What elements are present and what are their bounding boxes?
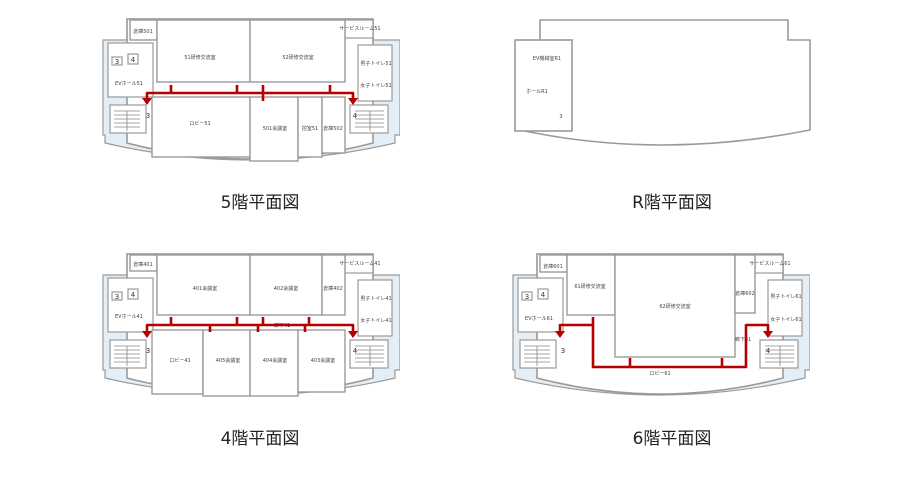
room-meeting-403: 403会議室 — [311, 357, 336, 364]
room-mens-restroom: 男子トイレ51 — [360, 60, 391, 67]
stair-4-label: 4 — [353, 347, 358, 355]
room-meeting-402: 402会議室 — [274, 285, 299, 292]
floor-4-plan: 倉庫401 401会議室 402会議室 倉庫402 サービスルーム41 男子トイ… — [103, 254, 400, 397]
floor-6-plan: 倉庫601 61研修交流室 62研修交流室 倉庫602 サービスルーム61 男子… — [513, 254, 810, 395]
room-training-52: 52研修交流室 — [282, 54, 313, 61]
room-storage-602: 倉庫602 — [735, 290, 755, 297]
room-womens-restroom: 女子トイレ41 — [360, 317, 391, 324]
room-ev-hall: EVホール41 — [115, 314, 143, 320]
room-meeting-404: 404会議室 — [263, 357, 288, 364]
floor-6-title: 6階平面図 — [633, 429, 712, 449]
room-lobby: ロビー61 — [649, 370, 670, 377]
room-ev-machine: EV機械室R1 — [533, 55, 561, 62]
stair-3-label: 3 — [561, 347, 565, 355]
room-ev-hall: EVホール51 — [115, 81, 143, 87]
elevator-4-label: 4 — [541, 291, 546, 299]
stair-3-label: 3 — [146, 347, 150, 355]
floor-r-title: R階平面図 — [632, 193, 712, 213]
room-womens-restroom: 女子トイレ51 — [360, 82, 391, 89]
stair-3-label: 3 — [146, 112, 150, 120]
floor-5-title: 5階平面図 — [221, 193, 300, 213]
room-storage-601: 倉庫601 — [543, 263, 563, 270]
evacuation-route — [145, 317, 355, 333]
evacuation-route — [558, 317, 770, 369]
room-hall: ホールR1 — [526, 89, 548, 95]
evacuation-route — [145, 85, 355, 101]
floor-5-plan: 倉庫501 51研修交流室 52研修交流室 サービスルーム51 男子トイレ51 … — [103, 19, 400, 162]
room-service: サービスルーム41 — [339, 260, 380, 267]
elevator-3-label: 3 — [115, 293, 119, 301]
room-meeting-401: 401会議室 — [193, 285, 218, 292]
room-training-61: 61研修交流室 — [574, 283, 605, 290]
floor-4-title: 4階平面図 — [221, 429, 300, 449]
room-ev-hall: EVホール61 — [525, 316, 553, 322]
elevator-4-label: 4 — [131, 56, 136, 64]
room-mens-restroom: 男子トイレ61 — [770, 293, 801, 300]
room-storage-502: 倉庫502 — [323, 125, 343, 132]
stair-3-label: 3 — [559, 114, 562, 120]
room-lobby: ロビー51 — [189, 120, 210, 127]
room-lobby: ロビー41 — [169, 357, 190, 364]
room-meeting-501: 501会議室 — [263, 125, 288, 132]
room-corridor: 廊下61 — [735, 336, 751, 343]
room-training-62: 62研修交流室 — [659, 303, 690, 310]
elevator-4-label: 4 — [131, 291, 136, 299]
room-meeting-405: 405会議室 — [216, 357, 241, 364]
elevator-3-label: 3 — [525, 293, 529, 301]
elevator-3-label: 3 — [115, 58, 119, 66]
room-service: サービスルーム51 — [339, 25, 380, 32]
room-mens-restroom: 男子トイレ41 — [360, 295, 391, 302]
room-womens-restroom: 女子トイレ61 — [770, 316, 801, 323]
room-training-51: 51研修交流室 — [184, 54, 215, 61]
stair-4-label: 4 — [353, 112, 358, 120]
stair-4-label: 4 — [766, 347, 771, 355]
room-storage-402: 倉庫402 — [323, 285, 343, 292]
room-waiting-51: 控室51 — [302, 125, 318, 132]
floor-r-plan: EV機械室R1 ホールR1 3 — [514, 19, 811, 146]
room-storage-501: 倉庫501 — [133, 28, 153, 35]
room-storage-401: 倉庫401 — [133, 261, 153, 268]
room-service: サービスルーム61 — [749, 260, 790, 267]
